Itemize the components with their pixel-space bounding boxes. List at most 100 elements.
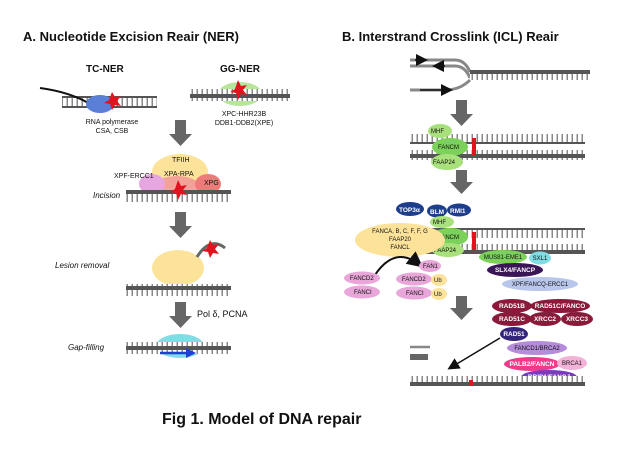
flow-arrows-a (169, 120, 192, 328)
mhf-label: MHF (431, 129, 444, 135)
xrcc3-shape (561, 312, 593, 326)
rad51c-label: RAD51C (499, 316, 525, 323)
synthesis-arrowhead (186, 348, 196, 358)
down-arrow (450, 170, 473, 194)
top3a-label: TOP3α (399, 207, 420, 214)
tfiih-label: TFIIH (172, 157, 190, 164)
blm-label: BLM (430, 209, 444, 216)
dna-duplex (126, 284, 231, 296)
lesion-removal-diagram (126, 240, 231, 296)
lesion-star (202, 240, 219, 258)
xpg-shape (195, 174, 221, 194)
fa-core-label-3: FANCL (390, 245, 410, 251)
down-arrow (169, 302, 192, 328)
slx4-shape (487, 263, 543, 277)
mhf-shape (430, 216, 454, 228)
lesion-star (230, 80, 247, 100)
palb2-label: PALB2/FANCN (509, 361, 554, 368)
rna-polymerase-label: RNA polymerase (86, 119, 139, 126)
xpf-fancq-shape (502, 277, 578, 291)
panel-b-title: B. Interstrand Crosslink (ICL) Reair (342, 29, 559, 44)
lesion-removal-step-label: Lesion removal (55, 261, 109, 270)
fancd1-shape (507, 341, 567, 355)
ubiquitination-arrow (374, 251, 424, 276)
brca1-label: BRCA1 (562, 361, 583, 367)
incision-complex: TFIIH XPA-RPA XPF-ERCC1 XPG (114, 154, 231, 202)
csa-csb-label: CSA, CSB (96, 128, 129, 135)
faap24-label: FAAP24 (434, 248, 457, 254)
down-arrow (450, 100, 473, 126)
lesion-star (104, 92, 121, 110)
gap-filling-diagram (126, 334, 231, 358)
rad51c-shape (492, 312, 532, 326)
fancm-label: FANCM (438, 145, 459, 151)
slx1-shape (529, 251, 551, 265)
xpc-label: XPC-HHR23B (222, 111, 267, 118)
brca1-shape (557, 356, 587, 370)
ub-label: Ub (434, 278, 442, 284)
fancm-label: FANCM (438, 235, 459, 241)
gg-ner-diagram: XPC-HHR23B DDB1-DDB2(XPE) (190, 80, 290, 127)
dna-duplex (126, 342, 231, 354)
fancm-recognition: MHF FANCM FAAP24 (410, 124, 585, 170)
tc-ner-label: TC-NER (86, 64, 125, 75)
fancd2-shape (396, 272, 432, 286)
xpg-label: XPG (204, 180, 219, 187)
fa-core-label-1: FANCA, B, C, F, F, G (372, 229, 428, 235)
rad51c-fanco-label: RAD51C/FANCO (535, 303, 586, 310)
down-arrow (169, 212, 192, 238)
ub-label: Ub (434, 292, 442, 298)
top3a-shape (396, 202, 424, 216)
ub-shape (431, 274, 447, 286)
down-arrow (169, 120, 192, 146)
blm-shape (427, 204, 447, 218)
rad51-shape (500, 327, 528, 341)
fanci-shape (344, 285, 380, 299)
fan1-label: FAN1 (423, 264, 439, 270)
fanci-label: FANCI (406, 291, 424, 297)
slx4-label: SLX4/FANCP (495, 267, 536, 274)
lesion-star (170, 180, 187, 200)
fanci-label: FANCI (354, 290, 372, 296)
mus81-label: MUS81-EME1 (484, 255, 523, 261)
xpf-ercc1-label: XPF-ERCC1 (114, 173, 154, 180)
fa-core-complex-shape (355, 223, 445, 257)
rad51-label: RAD51 (503, 331, 525, 338)
tfiih-shape (152, 250, 204, 286)
gap-filling-step-label: Gap-filling (68, 343, 105, 352)
fancd2-label: FANCD2 (402, 277, 426, 283)
strand-invasion-arrow (447, 337, 501, 370)
flow-arrows-b (450, 100, 473, 320)
incision-step-label: Incision (93, 191, 121, 200)
faap24-shape (431, 154, 463, 170)
rmi1-shape (447, 203, 471, 217)
mus81-shape (479, 250, 527, 264)
mhf-shape (428, 124, 452, 138)
faap24-label: FAAP24 (433, 160, 456, 166)
figure-caption: Fig 1. Model of DNA repair (162, 411, 361, 428)
xrcc2-shape (529, 312, 561, 326)
fanci-shape (396, 286, 432, 300)
rmi1-label: RMI1 (450, 208, 466, 215)
xrcc3-label: XRCC3 (566, 316, 588, 323)
replication-fork (410, 54, 590, 96)
xrcc2-label: XRCC2 (534, 316, 556, 323)
rad51b-label: RAD51B (499, 303, 525, 310)
xpa-rpa-label: XPA-RPA (164, 171, 194, 178)
fancd2-shape (344, 271, 380, 285)
homologous-recombination: RAD51B RAD51C/FANCO RAD51C XRCC2 XRCC3 R… (410, 299, 593, 386)
gg-ner-label: GG-NER (220, 64, 261, 75)
slx1-label: SXL1 (533, 256, 548, 262)
fancm-shape (432, 138, 468, 156)
rad51c-fanco-shape (530, 299, 590, 313)
fancd2-label: FANCD2 (350, 276, 374, 282)
ub-shape (431, 288, 447, 300)
rna-polymerase-shape (86, 95, 114, 113)
pol-pcna-label: Pol δ, PCNA (197, 309, 248, 319)
fancd1-label: FANCD1/BRCA2 (514, 346, 560, 352)
core-complex-recruitment: TOP3α BLM RMI1 MHF FANCM FAAP24 FANCA, B… (344, 202, 585, 300)
mhf-label: MHF (433, 220, 446, 226)
xpf-fancq-label: XPF/FANCQ-ERCC1 (512, 282, 569, 288)
panel-a-title: A. Nucleotide Excision Reair (NER) (23, 29, 239, 44)
